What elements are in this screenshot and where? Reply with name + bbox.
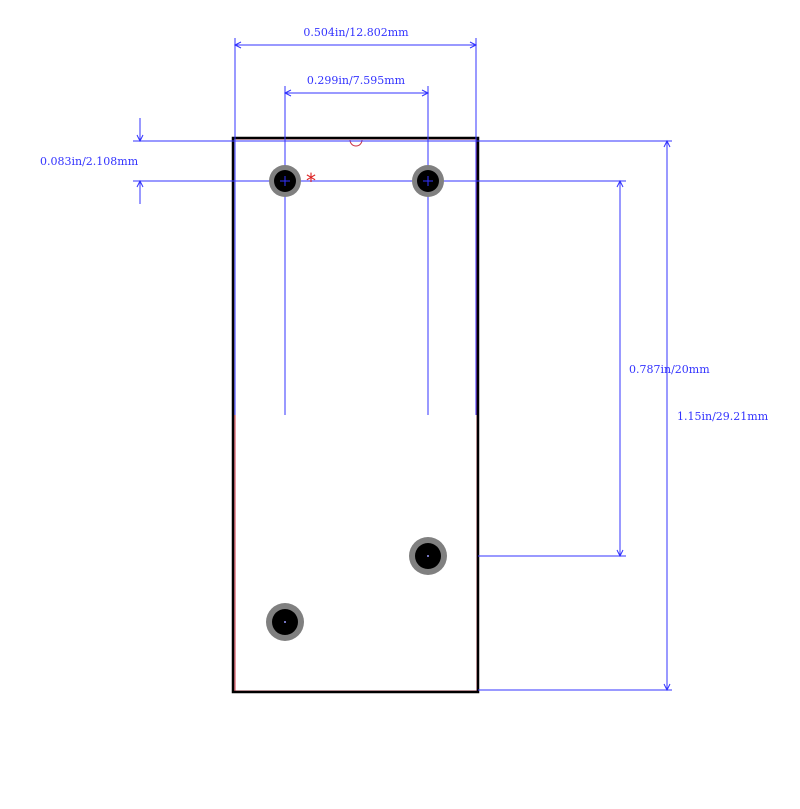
pad-3 [409,537,447,575]
pad-1 [269,165,301,197]
pad-4 [266,603,304,641]
pin1-marker: * [306,169,316,193]
dim-label-overall-width: 0.504in/12.802mm [303,26,409,39]
extension-lines [133,38,672,691]
component-body-outline [231,136,480,694]
dim-label-overall-height: 1.15in/29.21mm [677,410,769,423]
dimension-lines [136,41,671,692]
pad-2 [412,165,444,197]
component-body-inner-outline [234,138,478,692]
dim-label-pin-spacing: 0.299in/7.595mm [307,74,406,87]
orientation-notch [349,139,363,147]
dim-label-top-offset: 0.083in/2.108mm [40,155,139,168]
dim-label-pin-row-vertical: 0.787in/20mm [629,363,710,376]
